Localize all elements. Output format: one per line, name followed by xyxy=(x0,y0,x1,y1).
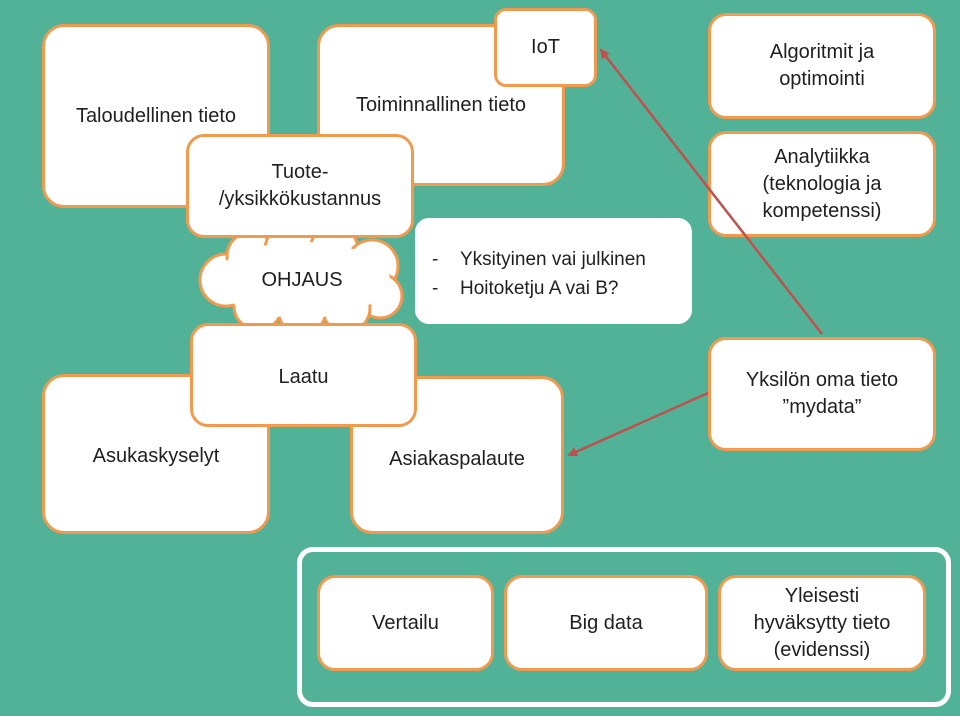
ohjaus-cloud: OHJAUS xyxy=(196,226,408,334)
analytiikka-label: Analytiikka (teknologia ja kompetenssi) xyxy=(762,145,882,222)
taloudellinen-tieto-box: Taloudellinen tieto xyxy=(42,24,270,208)
laatu-box: Laatu xyxy=(190,323,417,427)
algoritmit-label: Algoritmit ja optimointi xyxy=(769,41,875,90)
bullet-marker: - xyxy=(432,278,439,299)
asukaskyselyt-label: Asukaskyselyt xyxy=(92,444,220,467)
yleisesti-hyvaksytty-box: Yleisesti hyväksytty tieto (evidenssi) xyxy=(718,575,926,671)
big-data-box: Big data xyxy=(504,575,708,671)
yleisesti-hyvaksytty-label: Yleisesti hyväksytty tieto (evidenssi) xyxy=(753,584,891,661)
bullet-text: Hoitoketju A vai B? xyxy=(460,278,619,299)
bullet-marker: - xyxy=(432,249,439,270)
analytiikka-box: Analytiikka (teknologia ja kompetenssi) xyxy=(708,131,936,237)
asiakaspalaute-label: Asiakaspalaute xyxy=(389,447,525,470)
vertailu-box: Vertailu xyxy=(317,575,494,671)
bullet-item: -Hoitoketju A vai B? xyxy=(432,274,687,303)
bottom-group-frame xyxy=(297,547,951,707)
arrow-to-asiakaspalaute xyxy=(567,391,709,457)
bullet-item: -Yksityinen vai julkinen xyxy=(432,245,687,274)
big-data-label: Big data xyxy=(569,611,643,634)
vertailu-label: Vertailu xyxy=(372,611,439,634)
tuote-yksikkokustannus-label: Tuote- /yksikkökustannus xyxy=(218,161,382,210)
iot-label: IoT xyxy=(531,36,560,58)
arrow-to-iot xyxy=(599,48,823,335)
bullet-list: -Yksityinen vai julkinen -Hoitoketju A v… xyxy=(415,218,692,324)
cloud-shape xyxy=(198,226,404,334)
bullet-text: Yksityinen vai julkinen xyxy=(460,249,646,270)
laatu-label: Laatu xyxy=(278,366,329,388)
tuote-yksikkokustannus-box: Tuote- /yksikkökustannus xyxy=(186,134,414,238)
yksilon-oma-tieto-box: Yksilön oma tieto ”mydata” xyxy=(708,337,936,451)
yksilon-oma-tieto-label: Yksilön oma tieto ”mydata” xyxy=(745,369,899,418)
ohjaus-label: OHJAUS xyxy=(261,268,343,291)
algoritmit-box: Algoritmit ja optimointi xyxy=(708,13,936,119)
taloudellinen-tieto-label: Taloudellinen tieto xyxy=(75,104,237,127)
iot-box: IoT xyxy=(494,8,597,87)
toiminnallinen-tieto-label: Toiminnallinen tieto xyxy=(355,93,527,116)
